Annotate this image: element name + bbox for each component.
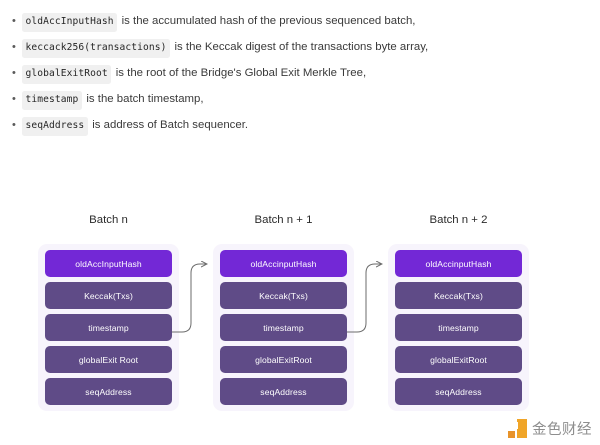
batch-row-keccak-txs: Keccak(Txs) — [45, 282, 172, 309]
batch-row-seq-address: seqAddress — [220, 378, 347, 405]
bullet-dot-icon: • — [12, 67, 16, 80]
jinse-logo-icon — [508, 419, 527, 438]
list-item-text: is the root of the Bridge's Global Exit … — [115, 67, 367, 80]
code-chip: timestamp — [22, 91, 82, 110]
bullet-dot-icon: • — [12, 15, 16, 28]
batch-row-timestamp: timestamp — [220, 314, 347, 341]
batch-title-n: Batch n — [89, 214, 128, 226]
batch-chain-diagram: Batch n Batch n + 1 Batch n + 2 oldAccIn… — [0, 196, 600, 445]
batch-card-n: oldAccInputHash Keccak(Txs) timestamp gl… — [38, 244, 179, 411]
batch-row-global-exit-root: globalExitRoot — [220, 346, 347, 373]
batch-row-old-acc-input-hash: oldAccinputHash — [220, 250, 347, 277]
batch-row-timestamp: timestamp — [45, 314, 172, 341]
batch-row-seq-address: seqAddress — [395, 378, 522, 405]
list-item: • oldAccInputHash is the accumulated has… — [0, 13, 600, 39]
batch-card-n-plus-2: oldAccinputHash Keccak(Txs) timestamp gl… — [388, 244, 529, 411]
batch-row-timestamp: timestamp — [395, 314, 522, 341]
batch-row-global-exit-root: globalExitRoot — [395, 346, 522, 373]
watermark: 金色财经 — [508, 418, 592, 439]
batch-row-keccak-txs: Keccak(Txs) — [220, 282, 347, 309]
list-item: • globalExitRoot is the root of the Brid… — [0, 65, 600, 91]
list-item-text: is the batch timestamp, — [86, 93, 204, 106]
list-item: • timestamp is the batch timestamp, — [0, 91, 600, 117]
batch-row-old-acc-input-hash: oldAccInputHash — [45, 250, 172, 277]
batch-row-seq-address: seqAddress — [45, 378, 172, 405]
list-item: • seqAddress is address of Batch sequenc… — [0, 117, 600, 143]
code-chip: globalExitRoot — [22, 65, 112, 84]
batch-row-global-exit-root: globalExit Root — [45, 346, 172, 373]
code-chip: seqAddress — [22, 117, 88, 136]
batch-row-old-acc-input-hash: oldAccinputHash — [395, 250, 522, 277]
bullet-dot-icon: • — [12, 93, 16, 106]
code-chip: keccack256(transactions) — [22, 39, 171, 58]
definition-list: • oldAccInputHash is the accumulated has… — [0, 0, 600, 143]
bullet-dot-icon: • — [12, 119, 16, 132]
list-item-text: is the accumulated hash of the previous … — [121, 15, 416, 28]
batch-title-n-plus-2: Batch n + 2 — [429, 214, 488, 226]
batch-row-keccak-txs: Keccak(Txs) — [395, 282, 522, 309]
list-item-text: is the Keccak digest of the transactions… — [174, 41, 429, 54]
bullet-dot-icon: • — [12, 41, 16, 54]
list-item: • keccack256(transactions) is the Keccak… — [0, 39, 600, 65]
watermark-text: 金色财经 — [532, 422, 592, 438]
list-item-text: is address of Batch sequencer. — [92, 119, 249, 132]
batch-title-n-plus-1: Batch n + 1 — [254, 214, 313, 226]
code-chip: oldAccInputHash — [22, 13, 118, 32]
batch-card-n-plus-1: oldAccinputHash Keccak(Txs) timestamp gl… — [213, 244, 354, 411]
